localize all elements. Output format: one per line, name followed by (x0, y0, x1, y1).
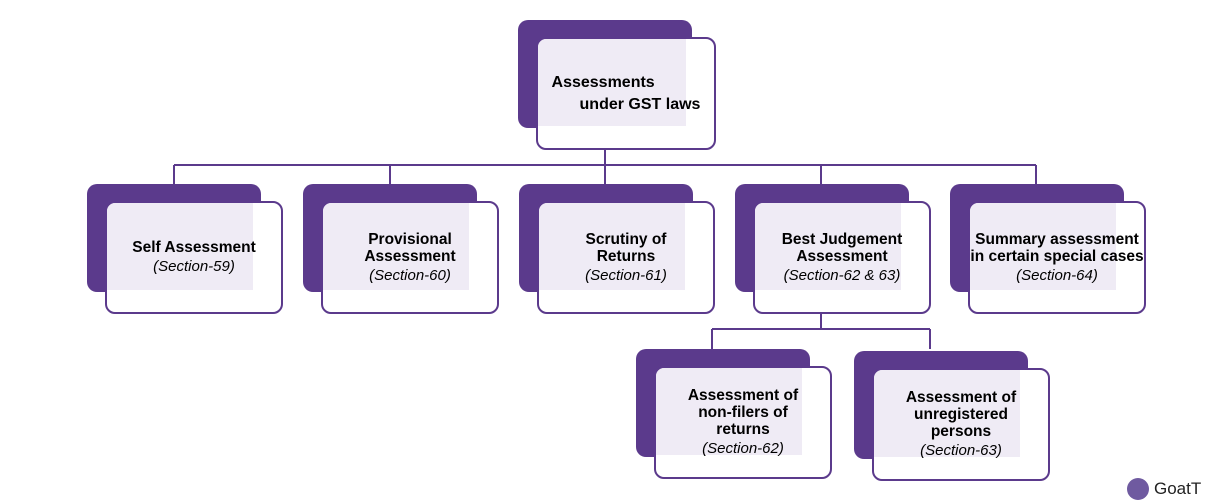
node-provisional-assessment-section: (Section-60) (369, 266, 451, 284)
node-root-title: Assessments under GST laws (552, 72, 701, 116)
node-summary-assessment: Summary assessment in certain special ca… (950, 184, 1146, 314)
brand-text: GoatT (1154, 479, 1202, 498)
node-unregistered-persons-assessment-section: (Section-63) (920, 442, 1002, 459)
node-best-judgement-assessment-title: Best Judgement Assessment (781, 230, 903, 265)
node-scrutiny-of-returns-title: Scrutiny of Returns (585, 230, 667, 265)
goat-logo-icon (1127, 478, 1149, 500)
node-provisional-assessment-title: Provisional Assessment (364, 230, 456, 265)
brand-watermark: GoatT (1127, 478, 1201, 500)
node-unregistered-persons-assessment: Assessment of unregistered persons (Sect… (854, 351, 1050, 481)
node-provisional-assessment: Provisional Assessment (Section-60) (303, 184, 499, 314)
node-non-filers-assessment-title: Assessment of non-filers of returns (687, 387, 799, 438)
node-self-assessment: Self Assessment (Section-59) (87, 184, 283, 314)
node-non-filers-assessment: Assessment of non-filers of returns (Sec… (636, 349, 832, 479)
node-best-judgement-assessment-section: (Section-62 & 63) (783, 266, 901, 284)
node-self-assessment-section: (Section-59) (153, 258, 235, 275)
node-non-filers-assessment-section: (Section-62) (702, 440, 784, 457)
node-root-title-line1: Assessments (551, 73, 655, 91)
node-scrutiny-of-returns: Scrutiny of Returns (Section-61) (519, 184, 715, 314)
node-scrutiny-of-returns-section: (Section-61) (585, 266, 667, 284)
node-self-assessment-title: Self Assessment (132, 239, 256, 256)
node-root: Assessments under GST laws (518, 20, 716, 150)
node-best-judgement-assessment: Best Judgement Assessment (Section-62 & … (735, 184, 931, 314)
node-unregistered-persons-assessment-title: Assessment of unregistered persons (905, 389, 1017, 440)
node-summary-assessment-title: Summary assessment in certain special ca… (970, 230, 1144, 265)
node-root-title-line2: under GST laws (579, 95, 701, 113)
node-summary-assessment-section: (Section-64) (1016, 266, 1098, 284)
